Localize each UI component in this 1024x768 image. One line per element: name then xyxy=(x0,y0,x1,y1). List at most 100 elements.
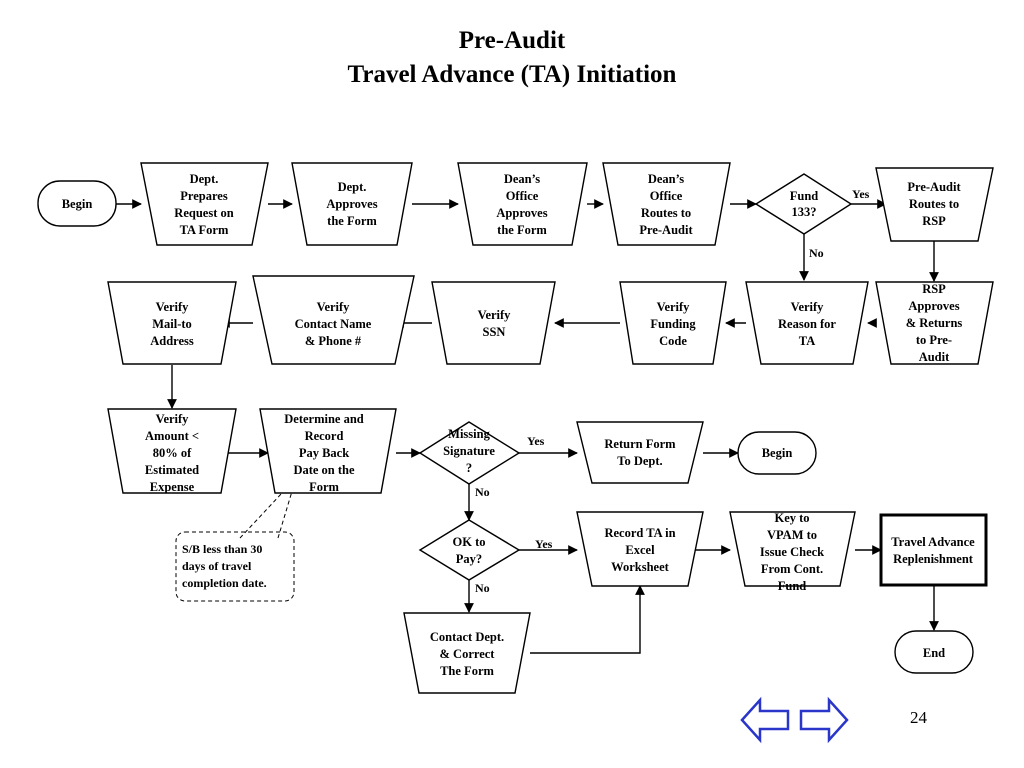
svg-text:Missing: Missing xyxy=(448,427,490,441)
svg-text:TA Form: TA Form xyxy=(180,223,229,237)
note-callout: S/B less than 30 days of travel completi… xyxy=(175,477,297,602)
deans-office-approves-step: Dean’s Office Approves the Form xyxy=(457,162,588,246)
svg-text:Contact Dept.: Contact Dept. xyxy=(430,630,504,644)
svg-text:RSP: RSP xyxy=(922,214,946,228)
svg-text:& Correct: & Correct xyxy=(440,647,496,661)
signature-no-label: No xyxy=(475,485,490,499)
verify-funding-step: Verify Funding Code xyxy=(619,281,727,365)
ok-to-pay-decision: OK to Pay? xyxy=(418,519,521,581)
svg-text:Expense: Expense xyxy=(150,480,195,494)
svg-text:Verify: Verify xyxy=(156,412,190,426)
previous-slide-button[interactable] xyxy=(740,696,790,744)
svg-text:the Form: the Form xyxy=(327,214,377,228)
pay-no-label: No xyxy=(475,581,490,595)
svg-text:Worksheet: Worksheet xyxy=(611,560,669,574)
preaudit-routes-step: Pre-Audit Routes to RSP xyxy=(875,167,994,242)
svg-text:Code: Code xyxy=(659,334,687,348)
key-vpam-step: Key to VPAM to Issue Check From Cont. Fu… xyxy=(729,511,856,593)
svg-text:Dept.: Dept. xyxy=(338,180,367,194)
page-title: Pre-Audit xyxy=(458,27,566,54)
svg-text:Excel: Excel xyxy=(625,543,655,557)
fund-yes-label: Yes xyxy=(852,187,870,201)
pay-yes-label: Yes xyxy=(535,537,553,551)
svg-text:Replenishment: Replenishment xyxy=(893,552,974,566)
svg-text:SSN: SSN xyxy=(483,325,506,339)
svg-text:Amount <: Amount < xyxy=(145,429,199,443)
svg-text:From Cont.: From Cont. xyxy=(761,562,823,576)
svg-text:Form: Form xyxy=(309,480,339,494)
svg-text:Verify: Verify xyxy=(791,300,825,314)
svg-text:VPAM to: VPAM to xyxy=(767,528,817,542)
dept-prepares-step: Dept. Prepares Request on TA Form xyxy=(140,162,269,246)
svg-text:Pre-Audit: Pre-Audit xyxy=(907,180,961,194)
end-terminal: End xyxy=(894,630,974,674)
svg-text:Date on the: Date on the xyxy=(293,463,355,477)
svg-text:Verify: Verify xyxy=(478,308,512,322)
svg-text:Routes to: Routes to xyxy=(909,197,959,211)
svg-text:the Form: the Form xyxy=(497,223,547,237)
svg-text:Routes to: Routes to xyxy=(641,206,691,220)
svg-text:End: End xyxy=(923,646,945,660)
verify-ssn-step: Verify SSN xyxy=(431,281,556,365)
svg-text:Reason for: Reason for xyxy=(778,317,836,331)
verify-amount-step: Verify Amount < 80% of Estimated Expense xyxy=(107,408,237,494)
svg-text:RSP: RSP xyxy=(922,282,946,296)
svg-text:Record: Record xyxy=(305,429,344,443)
svg-text:Key to: Key to xyxy=(774,511,809,525)
svg-text:Office: Office xyxy=(506,189,539,203)
page-subtitle: Travel Advance (TA) Initiation xyxy=(347,61,677,88)
svg-text:OK to: OK to xyxy=(453,535,486,549)
contact-dept-step: Contact Dept. & Correct The Form xyxy=(403,612,531,694)
missing-signature-decision: Missing Signature ? xyxy=(418,421,521,485)
rsp-approves-step: RSP Approves & Returns to Pre- Audit xyxy=(875,281,994,365)
next-slide-button[interactable] xyxy=(799,696,849,744)
svg-text:Pre-Audit: Pre-Audit xyxy=(639,223,693,237)
svg-text:Audit: Audit xyxy=(919,350,950,364)
verify-reason-step: Verify Reason for TA xyxy=(745,281,869,365)
svg-text:Mail-to: Mail-to xyxy=(152,317,192,331)
svg-text:Address: Address xyxy=(150,334,194,348)
svg-text:Dept.: Dept. xyxy=(190,172,219,186)
verify-mailto-step: Verify Mail-to Address xyxy=(107,281,237,365)
fund-no-label: No xyxy=(809,246,824,260)
svg-text:to Pre-: to Pre- xyxy=(916,333,952,347)
svg-text:Estimated: Estimated xyxy=(145,463,199,477)
svg-text:& Returns: & Returns xyxy=(906,316,963,330)
svg-text:Fund: Fund xyxy=(790,189,819,203)
svg-text:Pay Back: Pay Back xyxy=(299,446,349,460)
svg-text:Begin: Begin xyxy=(762,446,793,460)
fund-133-decision: Fund 133? xyxy=(754,173,853,235)
note-line-1: S/B less than 30 xyxy=(182,542,262,556)
svg-text:Contact Name: Contact Name xyxy=(295,317,372,331)
note-line-2: days of travel xyxy=(182,559,252,573)
left-arrow-icon xyxy=(740,696,790,744)
svg-text:Dean’s: Dean’s xyxy=(504,172,540,186)
svg-text:Return Form: Return Form xyxy=(604,437,676,451)
svg-text:Signature: Signature xyxy=(443,444,495,458)
verify-contact-step: Verify Contact Name & Phone # xyxy=(252,275,415,365)
return-form-step: Return Form To Dept. xyxy=(576,421,704,484)
dept-approves-step: Dept. Approves the Form xyxy=(291,162,413,246)
svg-text:?: ? xyxy=(466,461,472,475)
right-arrow-icon xyxy=(799,696,849,744)
svg-text:Record TA in: Record TA in xyxy=(604,526,675,540)
svg-text:Fund: Fund xyxy=(778,579,807,593)
svg-text:Approves: Approves xyxy=(326,197,377,211)
svg-text:Prepares: Prepares xyxy=(180,189,228,203)
svg-text:Request on: Request on xyxy=(174,206,233,220)
signature-yes-label: Yes xyxy=(527,434,545,448)
begin-terminal: Begin xyxy=(37,180,117,227)
connectors xyxy=(116,199,939,654)
svg-text:133?: 133? xyxy=(792,205,817,219)
svg-text:Office: Office xyxy=(650,189,683,203)
svg-text:Approves: Approves xyxy=(496,206,547,220)
svg-text:Verify: Verify xyxy=(156,300,190,314)
svg-text:Verify: Verify xyxy=(317,300,351,314)
svg-text:Issue Check: Issue Check xyxy=(760,545,824,559)
svg-text:Pay?: Pay? xyxy=(456,552,482,566)
svg-text:To Dept.: To Dept. xyxy=(617,454,662,468)
svg-text:Funding: Funding xyxy=(650,317,696,331)
svg-text:Determine and: Determine and xyxy=(284,412,364,426)
travel-advance-replenishment-box: Travel Advance Replenishment xyxy=(879,513,988,587)
